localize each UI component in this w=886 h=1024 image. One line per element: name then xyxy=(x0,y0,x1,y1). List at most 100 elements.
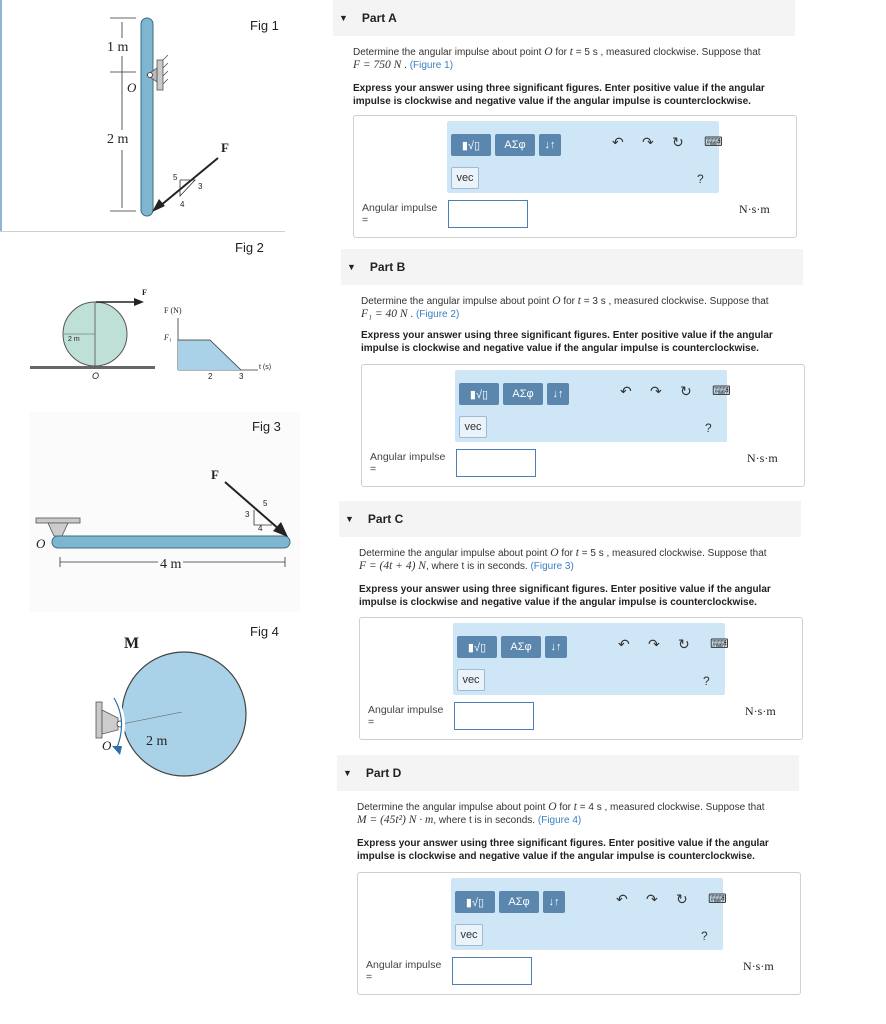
greek-symbols-button[interactable]: ΑΣφ xyxy=(503,383,543,405)
answer-input[interactable] xyxy=(452,957,532,985)
help-icon[interactable]: ? xyxy=(697,172,704,186)
undo-icon[interactable]: ↶ xyxy=(612,134,624,150)
redo-icon[interactable]: ↷ xyxy=(650,383,662,399)
fig1-label: Fig 1 xyxy=(250,18,279,33)
vec-button[interactable]: vec xyxy=(457,669,485,691)
figure-4: Fig 4 M 2 m O xyxy=(80,618,290,793)
part-section-4: ▼ Part D Determine the angular impulse a… xyxy=(337,755,802,995)
question-for: for xyxy=(558,548,576,559)
fig3-force: F xyxy=(211,467,219,482)
fig1-slope-5: 5 xyxy=(173,173,178,182)
vec-button[interactable]: vec xyxy=(459,416,487,438)
answer-unit: N·s·m xyxy=(743,959,774,973)
fig3-slope-3: 3 xyxy=(245,510,250,519)
figure-link[interactable]: (Figure 1) xyxy=(409,60,454,71)
question-prefix: Determine the angular impulse about poin… xyxy=(361,296,553,307)
question-prefix: Determine the angular impulse about poin… xyxy=(357,802,549,813)
answer-box: ▮√▯ ΑΣφ ↓↑ vec ? ↶ ↷ ↻ ⌨ Angular impulse… xyxy=(361,364,805,487)
redo-icon[interactable]: ↷ xyxy=(646,891,658,907)
figure-link[interactable]: (Figure 4) xyxy=(537,815,582,826)
arrows-button[interactable]: ↓↑ xyxy=(543,891,565,913)
templates-button[interactable]: ▮√▯ xyxy=(455,891,495,913)
templates-button[interactable]: ▮√▯ xyxy=(457,636,497,658)
reset-icon[interactable]: ↻ xyxy=(678,636,690,652)
question-suffix: = 5 s , measured clockwise. Suppose that xyxy=(578,548,767,559)
question-prefix: Determine the angular impulse about poin… xyxy=(353,47,545,58)
fig2-force: F xyxy=(142,288,147,297)
fig1-slope-4: 4 xyxy=(180,200,185,209)
help-icon[interactable]: ? xyxy=(701,929,708,943)
part-title: Part C xyxy=(367,512,404,526)
fig4-diagram xyxy=(95,651,247,777)
answer-input[interactable] xyxy=(456,449,536,477)
collapse-triangle-icon[interactable]: ▼ xyxy=(347,262,356,272)
keyboard-icon[interactable]: ⌨ xyxy=(704,134,723,149)
fig2-x-axis: t (s) xyxy=(259,364,272,371)
question-point: O xyxy=(548,801,557,813)
part-section-3: ▼ Part C Determine the angular impulse a… xyxy=(339,501,803,741)
figure-link[interactable]: (Figure 3) xyxy=(530,561,574,572)
keyboard-icon[interactable]: ⌨ xyxy=(708,891,727,906)
figures-panel: Fig 1 1 m O 2 m F 5 3 4 xyxy=(0,0,330,1024)
greek-symbols-button[interactable]: ΑΣφ xyxy=(499,891,539,913)
given-suffix: , where t is in seconds. xyxy=(433,815,538,826)
given-value: M = (45t²) N · m xyxy=(357,814,434,826)
answer-box: ▮√▯ ΑΣφ ↓↑ vec ? ↶ ↷ ↻ ⌨ Angular impulse… xyxy=(359,617,803,740)
arrows-button[interactable]: ↓↑ xyxy=(539,134,561,156)
answer-box: ▮√▯ ΑΣφ ↓↑ vec ? ↶ ↷ ↻ ⌨ Angular impulse… xyxy=(353,115,797,238)
question-for: for xyxy=(552,47,570,58)
vec-button[interactable]: vec xyxy=(455,924,483,946)
question-text: Determine the angular impulse about poin… xyxy=(357,801,802,827)
greek-symbols-button[interactable]: ΑΣφ xyxy=(495,134,535,156)
undo-icon[interactable]: ↶ xyxy=(620,383,632,399)
redo-icon[interactable]: ↷ xyxy=(648,636,660,652)
templates-button[interactable]: ▮√▯ xyxy=(459,383,499,405)
help-icon[interactable]: ? xyxy=(703,674,710,688)
answer-input[interactable] xyxy=(448,200,528,228)
part-header[interactable]: ▼ Part A xyxy=(333,0,795,36)
fig1-diagram xyxy=(110,17,219,217)
fig1-slope-3: 3 xyxy=(198,182,203,191)
vec-button[interactable]: vec xyxy=(451,167,479,189)
answer-input[interactable] xyxy=(454,702,534,730)
part-header[interactable]: ▼ Part D xyxy=(337,755,799,791)
instruction-text: Express your answer using three signific… xyxy=(359,584,771,608)
arrows-button[interactable]: ↓↑ xyxy=(545,636,567,658)
fig4-radius: 2 m xyxy=(146,734,168,749)
given-value: F = 750 N xyxy=(353,59,402,71)
part-header[interactable]: ▼ Part B xyxy=(341,249,803,285)
given-value: F = (4t + 4) N xyxy=(359,560,426,572)
fig1-dim-top: 1 m xyxy=(107,40,129,55)
help-icon[interactable]: ? xyxy=(705,421,712,435)
templates-button[interactable]: ▮√▯ xyxy=(451,134,491,156)
redo-icon[interactable]: ↷ xyxy=(642,134,654,150)
undo-icon[interactable]: ↶ xyxy=(616,891,628,907)
collapse-triangle-icon[interactable]: ▼ xyxy=(343,768,352,778)
question-for: for xyxy=(560,296,578,307)
fig2-diagram xyxy=(30,298,258,371)
greek-symbols-button[interactable]: ΑΣφ xyxy=(501,636,541,658)
question-text: Determine the angular impulse about poin… xyxy=(353,46,798,72)
collapse-triangle-icon[interactable]: ▼ xyxy=(339,13,348,23)
given-suffix: . xyxy=(401,60,410,71)
instruction-text: Express your answer using three signific… xyxy=(357,838,769,862)
figure-2: Fig 2 F 2 m O F (N) F₁ 2 3 t (s) xyxy=(30,232,285,397)
reset-icon[interactable]: ↻ xyxy=(672,134,684,150)
reset-icon[interactable]: ↻ xyxy=(676,891,688,907)
fig1-force: F xyxy=(221,140,229,155)
keyboard-icon[interactable]: ⌨ xyxy=(712,383,731,398)
answer-label: Angular impulse = xyxy=(366,959,442,983)
question-time-var: t xyxy=(569,46,573,58)
undo-icon[interactable]: ↶ xyxy=(618,636,630,652)
question-text: Determine the angular impulse about poin… xyxy=(361,295,806,321)
answer-box: ▮√▯ ΑΣφ ↓↑ vec ? ↶ ↷ ↻ ⌨ Angular impulse… xyxy=(357,872,801,995)
figure-1: Fig 1 1 m O 2 m F 5 3 4 xyxy=(0,0,285,232)
reset-icon[interactable]: ↻ xyxy=(680,383,692,399)
fig3-slope-5: 5 xyxy=(263,499,268,508)
collapse-triangle-icon[interactable]: ▼ xyxy=(345,514,354,524)
given-suffix: , where t is in seconds. xyxy=(425,561,531,572)
arrows-button[interactable]: ↓↑ xyxy=(547,383,569,405)
figure-link[interactable]: (Figure 2) xyxy=(415,309,460,320)
part-header[interactable]: ▼ Part C xyxy=(339,501,801,537)
keyboard-icon[interactable]: ⌨ xyxy=(710,636,729,651)
